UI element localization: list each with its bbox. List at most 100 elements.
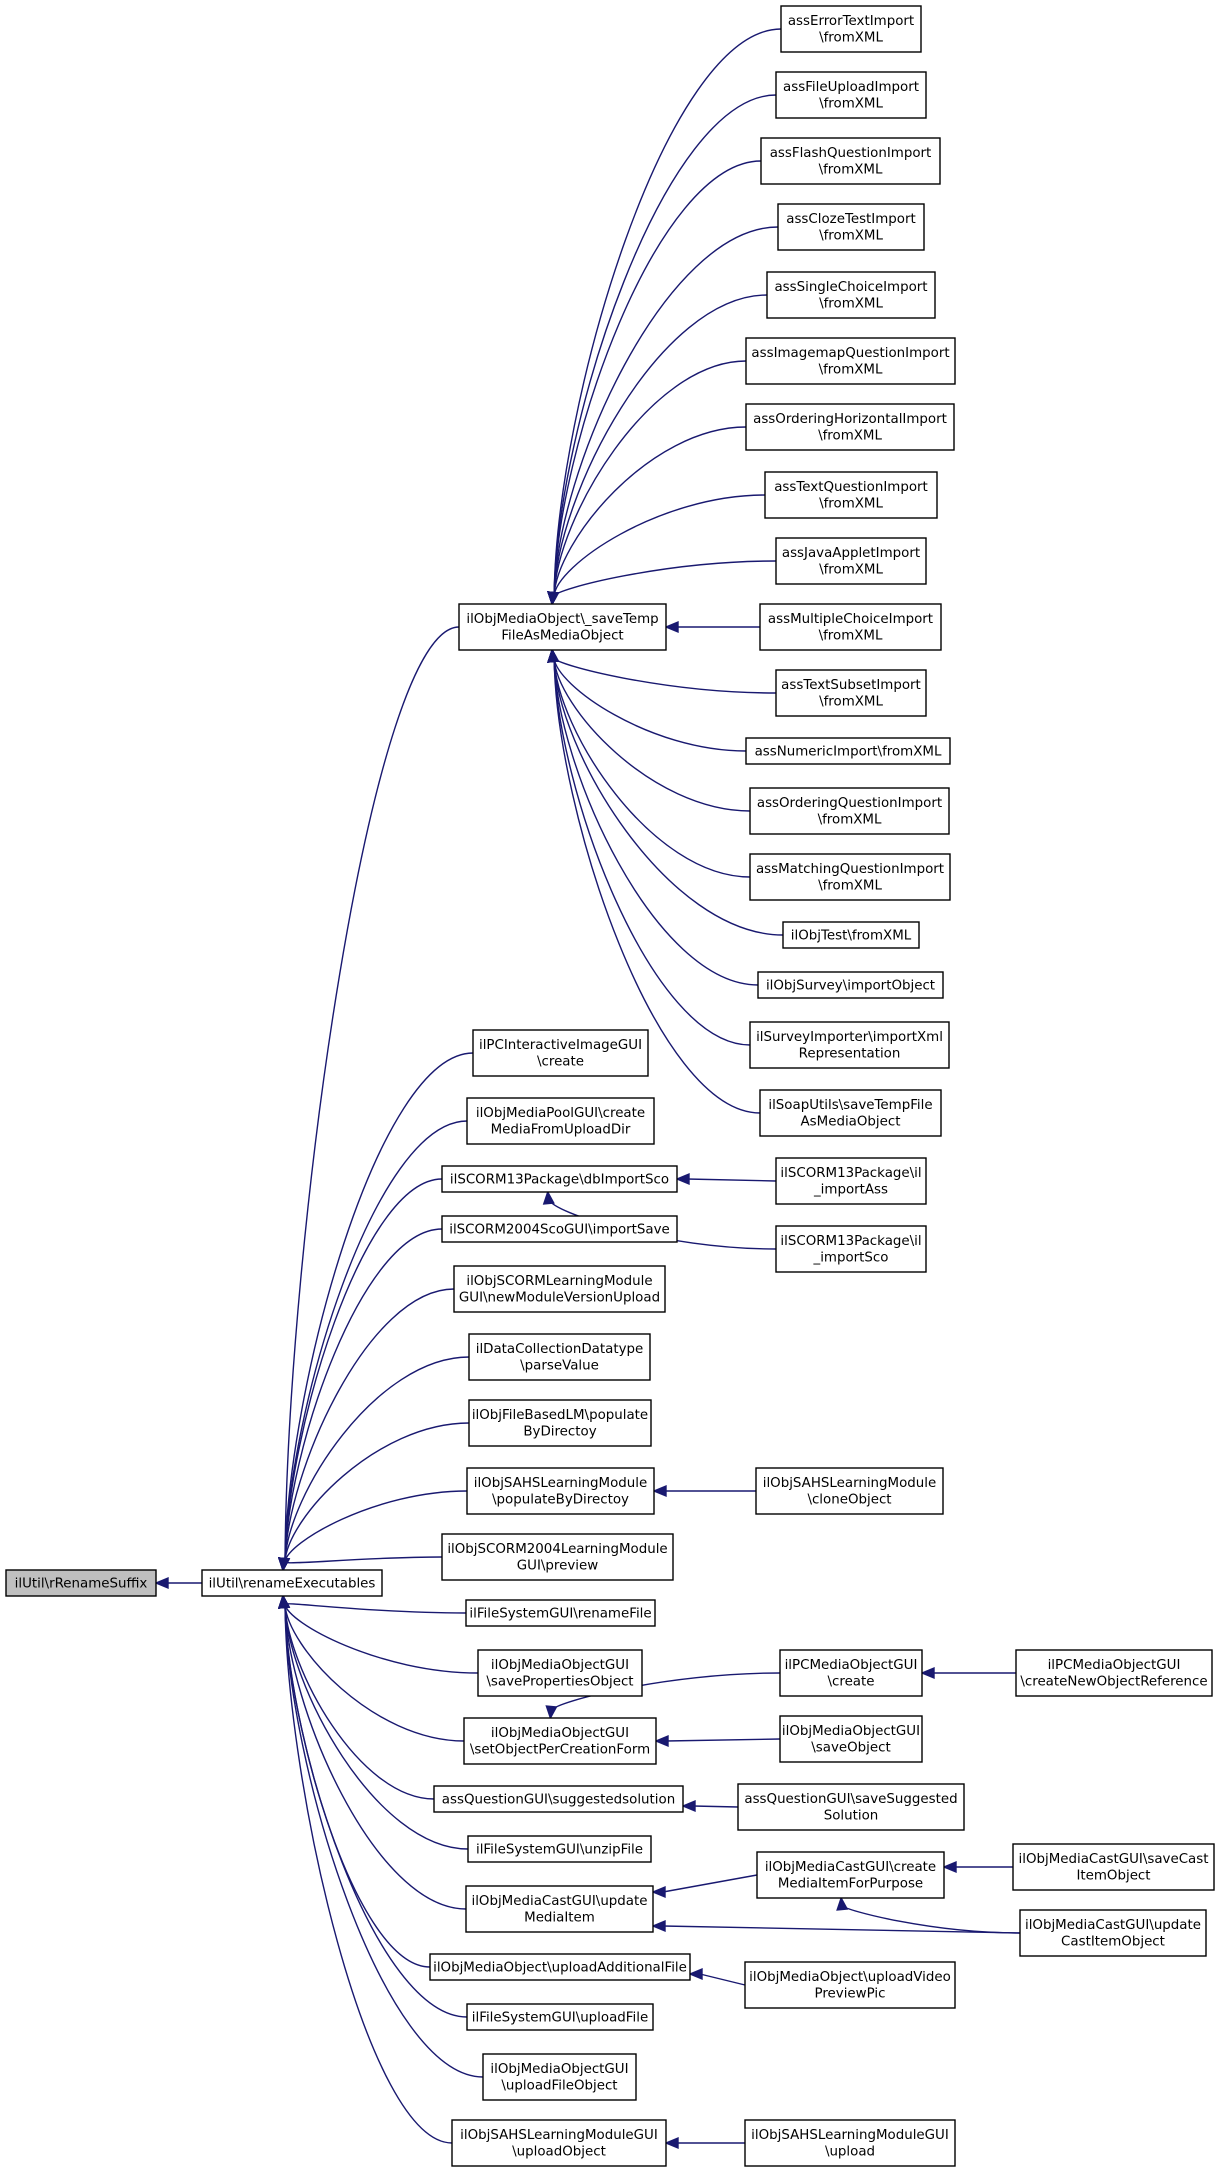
function-node[interactable]: assMatchingQuestionImport\fromXML xyxy=(749,853,951,901)
node-label: \fromXML xyxy=(819,297,883,312)
node-box xyxy=(453,1265,666,1313)
node-label: ilObjSAHSLearningModule xyxy=(474,1476,648,1491)
node-label: _importAss xyxy=(813,1183,888,1198)
node-label: assMultipleChoiceImport xyxy=(768,612,933,627)
function-node[interactable]: assMultipleChoiceImport\fromXML xyxy=(759,603,942,651)
arrowhead-icon xyxy=(545,1705,558,1720)
node-label: ilDataCollectionDatatype xyxy=(476,1342,644,1357)
function-node[interactable]: ilObjTest\fromXML xyxy=(782,921,920,949)
function-node[interactable]: ilObjSCORMLearningModuleGUI\newModuleVer… xyxy=(453,1265,666,1313)
function-node[interactable]: assImagemapQuestionImport\fromXML xyxy=(745,337,956,385)
function-node[interactable]: ilObjSAHSLearningModule\cloneObject xyxy=(755,1467,944,1515)
function-node[interactable]: assFileUploadImport\fromXML xyxy=(775,71,927,119)
function-node[interactable]: assOrderingHorizontalImport\fromXML xyxy=(745,403,955,451)
function-node[interactable]: ilFileSystemGUI\unzipFile xyxy=(467,1835,652,1863)
function-node[interactable]: ilUtil\renameExecutables xyxy=(201,1569,383,1597)
call-edge-n47-to-n16 xyxy=(681,1799,739,1813)
function-node[interactable]: ilPCMediaObjectGUI\create xyxy=(779,1649,923,1697)
node-label: \create xyxy=(537,1055,584,1070)
function-node[interactable]: ilObjSurvey\importObject xyxy=(757,971,944,999)
function-node[interactable]: ilFileSystemGUI\uploadFile xyxy=(466,2003,654,2031)
node-label: ilUtil\renameExecutables xyxy=(209,1576,376,1591)
call-edge-n29-to-n3 xyxy=(547,426,747,606)
call-edge-n40-to-n3 xyxy=(547,648,761,1114)
node-box xyxy=(757,971,944,999)
function-node[interactable]: ilSCORM13Package\il_importAss xyxy=(775,1157,927,1205)
function-node[interactable]: ilPCInteractiveImageGUI\create xyxy=(472,1029,649,1077)
node-label: ilFileSystemGUI\uploadFile xyxy=(472,2010,648,2025)
node-box xyxy=(1019,1909,1207,1957)
function-node[interactable]: ilObjFileBasedLM\populateByDirectoy xyxy=(468,1399,652,1447)
node-label: ilFileSystemGUI\renameFile xyxy=(469,1606,651,1621)
function-node[interactable]: ilPCMediaObjectGUI\createNewObjectRefere… xyxy=(1015,1649,1213,1697)
call-edge-n32-to-n3 xyxy=(664,620,760,634)
function-node[interactable]: ilDataCollectionDatatype\parseValue xyxy=(468,1333,651,1381)
call-edge-n36-to-n3 xyxy=(547,648,751,878)
node-box xyxy=(429,1953,691,1981)
function-node[interactable]: ilObjMediaPoolGUI\createMediaFromUploadD… xyxy=(466,1097,655,1145)
arrowhead-icon xyxy=(664,620,679,634)
function-node[interactable]: ilObjSAHSLearningModuleGUI\upload xyxy=(744,2119,956,2167)
call-edge-n5-to-n2 xyxy=(277,1120,468,1572)
function-node[interactable]: ilObjMediaObject\_saveTempFileAsMediaObj… xyxy=(458,603,667,651)
node-label: ItemObject xyxy=(1076,1869,1150,1884)
node-label: \fromXML xyxy=(819,363,883,378)
function-node[interactable]: ilObjSAHSLearningModuleGUI \uploadObject xyxy=(451,2119,667,2167)
function-node[interactable]: ilObjSAHSLearningModule\populateByDirect… xyxy=(466,1467,655,1515)
function-node[interactable]: assFlashQuestionImport\fromXML xyxy=(760,137,941,185)
node-label: assJavaAppletImport xyxy=(782,546,920,561)
arrowhead-icon xyxy=(675,1172,690,1186)
function-node[interactable]: ilObjMediaObjectGUI\setObjectPerCreation… xyxy=(463,1717,657,1765)
node-box xyxy=(463,1717,657,1765)
function-node[interactable]: assQuestionGUI\suggestedsolution xyxy=(433,1785,684,1813)
node-label: ilObjSAHSLearningModule xyxy=(763,1476,937,1491)
function-node[interactable]: ilUtil\rRenameSuffix xyxy=(5,1569,157,1597)
node-label: \saveObject xyxy=(811,1741,890,1756)
call-edge-n33-to-n3 xyxy=(547,648,777,694)
node-label: \setObjectPerCreationForm xyxy=(470,1743,650,1758)
function-node[interactable]: assTextSubsetImport\fromXML xyxy=(775,669,927,717)
call-edge-n52-to-n22 xyxy=(664,2136,745,2150)
call-edge-n41-to-n6 xyxy=(675,1172,777,1186)
function-node[interactable]: assTextQuestionImport\fromXML xyxy=(764,471,938,519)
node-label: MediaItemForPurpose xyxy=(778,1877,923,1892)
function-node[interactable]: ilObjMediaObjectGUI\uploadFileObject xyxy=(482,2053,637,2101)
function-node[interactable]: assNumericImport\fromXML xyxy=(745,737,951,765)
function-node[interactable]: ilObjMediaObject\uploadAdditionalFile xyxy=(429,1953,691,1981)
arrowhead-icon xyxy=(651,1919,666,1933)
function-node[interactable]: ilObjMediaObjectGUI\savePropertiesObject xyxy=(477,1649,643,1697)
function-node[interactable]: ilFileSystemGUI\renameFile xyxy=(465,1599,656,1627)
node-label: ilObjSAHSLearningModuleGUI xyxy=(460,2128,658,2143)
node-label: \uploadObject xyxy=(512,2145,606,2160)
node-label: \create xyxy=(827,1675,874,1690)
node-label: ilObjMediaObject\uploadVideo xyxy=(749,1970,951,1985)
function-node[interactable]: ilObjMediaObjectGUI\saveObject xyxy=(779,1715,923,1763)
function-node[interactable]: assJavaAppletImport\fromXML xyxy=(775,537,927,585)
function-node[interactable]: assErrorTextImport\fromXML xyxy=(780,5,922,53)
function-node[interactable]: assSingleChoiceImport\fromXML xyxy=(766,271,936,319)
node-label: ilObjSCORM2004LearningModule xyxy=(447,1542,667,1557)
node-box xyxy=(759,1089,942,1137)
function-node[interactable]: assClozeTestImport\fromXML xyxy=(777,203,925,251)
function-node[interactable]: ilObjMediaCastGUI\createMediaItemForPurp… xyxy=(756,1851,945,1899)
node-label: ilObjMediaPoolGUI\create xyxy=(476,1106,645,1121)
node-label: GUI\newModuleVersionUpload xyxy=(459,1291,660,1306)
function-node[interactable]: ilSCORM2004ScoGUI\importSave xyxy=(441,1215,678,1243)
call-edge-n22-to-n2 xyxy=(277,1594,453,2144)
function-node[interactable]: ilSCORM13Package\il_importSco xyxy=(775,1225,927,1273)
call-edge-n46-to-n15 xyxy=(654,1734,781,1748)
function-node[interactable]: ilSCORM13Package\dbImportSco xyxy=(441,1165,678,1193)
node-label: AsMediaObject xyxy=(801,1115,901,1130)
node-box xyxy=(745,737,951,765)
call-edge-n31-to-n3 xyxy=(547,560,777,606)
node-box xyxy=(744,1961,956,2009)
function-node[interactable]: assOrderingQuestionImport\fromXML xyxy=(749,787,950,835)
